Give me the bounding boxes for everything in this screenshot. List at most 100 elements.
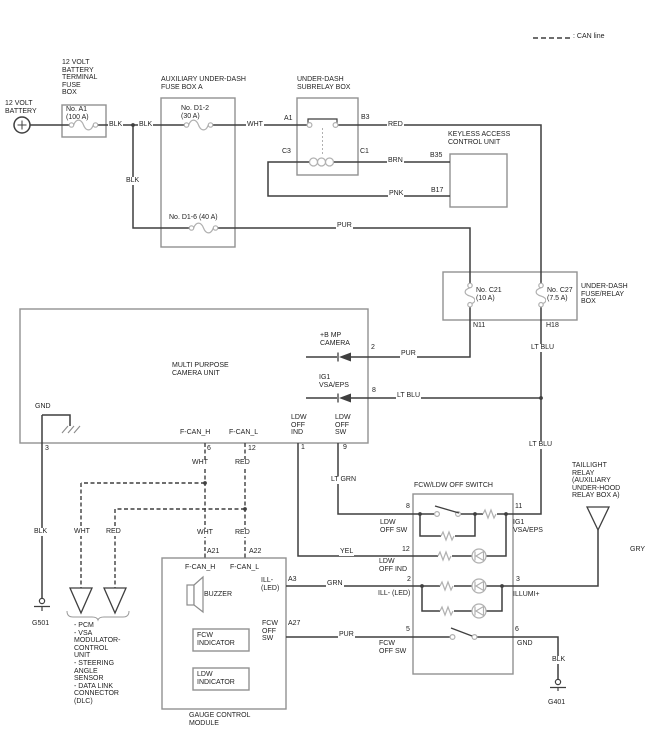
- keyless-unit-title: KEYLESS ACCESS CONTROL UNIT: [448, 131, 511, 146]
- pin-a1: A1: [284, 115, 293, 122]
- ldw-indicator-label: LDW INDICATOR: [197, 671, 235, 686]
- gauge-f-can-h-label: F-CAN_H: [185, 564, 216, 571]
- wire-label-red-4: RED: [234, 529, 251, 537]
- taillight-relay-connector-icon: [585, 506, 611, 532]
- can-fcanh-branch: [80, 482, 205, 588]
- led-ill-2-icon: [471, 603, 487, 619]
- g501-ground-icon: [34, 597, 50, 611]
- switch-pin-3: 3: [516, 576, 520, 583]
- gauge-pin-a21: A21: [207, 548, 220, 555]
- pin-b3: B3: [361, 114, 370, 121]
- wire-label-ltblu-1: LT BLU: [530, 344, 556, 352]
- under-dash-subrelay-box: [296, 97, 359, 176]
- can-connector-wht-icon: [69, 587, 93, 615]
- wire-label-red-3: RED: [105, 528, 122, 536]
- fuse-c27-icon: [535, 282, 547, 308]
- can-line-legend: : CAN line: [573, 33, 605, 40]
- wire-label-wht-2: WHT: [191, 459, 209, 467]
- wire-runs: [30, 124, 599, 679]
- wire-label-ltblu-3: LT BLU: [528, 441, 554, 449]
- battery-terminal-fuse-box: [61, 104, 107, 138]
- connector-triangles: [69, 506, 611, 615]
- gauge-f-can-l-label: F-CAN_L: [230, 564, 260, 571]
- wire-label-brn: BRN: [387, 157, 404, 165]
- consumers-brace: [66, 610, 130, 622]
- switch-blade-ldw: [434, 505, 460, 514]
- wire-label-wht-4: WHT: [196, 529, 214, 537]
- pin-c1: C1: [360, 148, 369, 155]
- wire-label-red-1: RED: [387, 121, 404, 129]
- fcw-ldw-off-switch-box: [412, 493, 514, 675]
- switch-internals: [434, 505, 497, 640]
- ground-g501-label: G501: [32, 620, 50, 627]
- diode-arrow-2-icon: [339, 393, 351, 403]
- pin-n11: N11: [473, 322, 486, 329]
- fuse-d1-6-label: No. D1-6 (40 A): [169, 214, 218, 221]
- gauge-module-title: GAUGE CONTROL MODULE: [189, 712, 251, 727]
- switch-ig1-label: IG1 VSA/EPS: [513, 519, 543, 534]
- pin-b17: B17: [431, 187, 444, 194]
- aux-fuse-box-a: [160, 97, 236, 248]
- under-dash-fuse-relay-box: [442, 271, 578, 321]
- fuse-c21-label: No. C21 (10 A): [475, 287, 503, 303]
- camera-gnd-label: GND: [35, 403, 51, 410]
- camera-ldw-off-ind-label: LDW OFF IND: [291, 414, 307, 437]
- switch-blade-fcw: [450, 627, 473, 637]
- diode-arrow-1-icon: [339, 352, 351, 362]
- aux-fuse-box-title: AUXILIARY UNDER-DASH FUSE BOX A: [161, 76, 246, 91]
- battery-terminal-fuse-box-title: 12 VOLT BATTERY TERMINAL FUSE BOX: [62, 59, 98, 97]
- wire-label-gry: GRY: [630, 546, 646, 553]
- wire-ltblu-main: [506, 307, 542, 515]
- buzzer-icon: [186, 575, 204, 614]
- wire-label-blk-4: BLK: [33, 528, 49, 536]
- switch-pin-12: 12: [402, 546, 410, 553]
- camera-pin-1: 1: [301, 444, 305, 451]
- wire-label-pnk: PNK: [388, 190, 405, 198]
- switch-ill-led-label: ILL- (LED): [378, 590, 411, 597]
- switch-fcw-off-sw-label: FCW OFF SW: [379, 640, 407, 655]
- wire-yel: [297, 443, 413, 557]
- wire-label-wht-1: WHT: [246, 121, 264, 129]
- gauge-ill-led-label: ILL- (LED): [261, 577, 280, 592]
- led-icons: [471, 548, 487, 619]
- resistor-icons: [437, 508, 497, 617]
- ground-g401-label: G401: [548, 699, 566, 706]
- camera-f-can-h-label: F-CAN_H: [180, 429, 211, 436]
- ldw-indicator-box: [192, 667, 250, 691]
- wire-ltgrn: [337, 443, 413, 515]
- switch-pin-5: 5: [406, 626, 410, 633]
- can-fcanl-branch: [114, 508, 245, 588]
- wire-blk-branch-pur-top: [132, 125, 471, 283]
- g401-ground-icon: [550, 678, 566, 691]
- wire-label-pur-2: PUR: [400, 350, 417, 358]
- switch-pin-11: 11: [515, 503, 523, 510]
- pin-h18: H18: [546, 322, 559, 329]
- fuse-icons: [68, 119, 547, 308]
- camera-pin-2: 2: [371, 344, 375, 351]
- under-dash-fuse-relay-box-title: UNDER-DASH FUSE/RELAY BOX: [581, 283, 628, 306]
- wire-switch-row-ldwind: [413, 514, 507, 557]
- led-ldw-off-ind-icon: [471, 548, 487, 564]
- wire-label-pur-3: PUR: [338, 631, 355, 639]
- fuse-a1-icon: [68, 119, 99, 131]
- can-consumers-list: - PCM - VSA MODULATOR- CONTROL UNIT - ST…: [74, 622, 121, 705]
- switch-pin-2: 2: [407, 576, 411, 583]
- camera-internals: [61, 352, 351, 434]
- switch-gnd-label: GND: [517, 640, 533, 647]
- gauge-pin-a3: A3: [288, 576, 297, 583]
- relay-coil-icon: [308, 157, 335, 167]
- wire-label-yel: YEL: [339, 548, 355, 556]
- gauge-pin-a22: A22: [249, 548, 262, 555]
- fuse-d1-2-label: No. D1-2 (30 A): [181, 105, 210, 120]
- wire-label-blk-2: BLK: [138, 121, 154, 129]
- relay-icon: [306, 118, 339, 167]
- wire-label-red-2: RED: [234, 459, 251, 467]
- battery-icon: [13, 116, 31, 134]
- fuse-c27-label: No. C27 (7.5 A): [546, 287, 574, 303]
- wire-switch-row-ldw-parallel: [419, 514, 476, 537]
- camera-pin-3: 3: [45, 445, 49, 452]
- wire-label-wht-3: WHT: [73, 528, 91, 536]
- fcw-ldw-switch-title: FCW/LDW OFF SWITCH: [414, 482, 493, 489]
